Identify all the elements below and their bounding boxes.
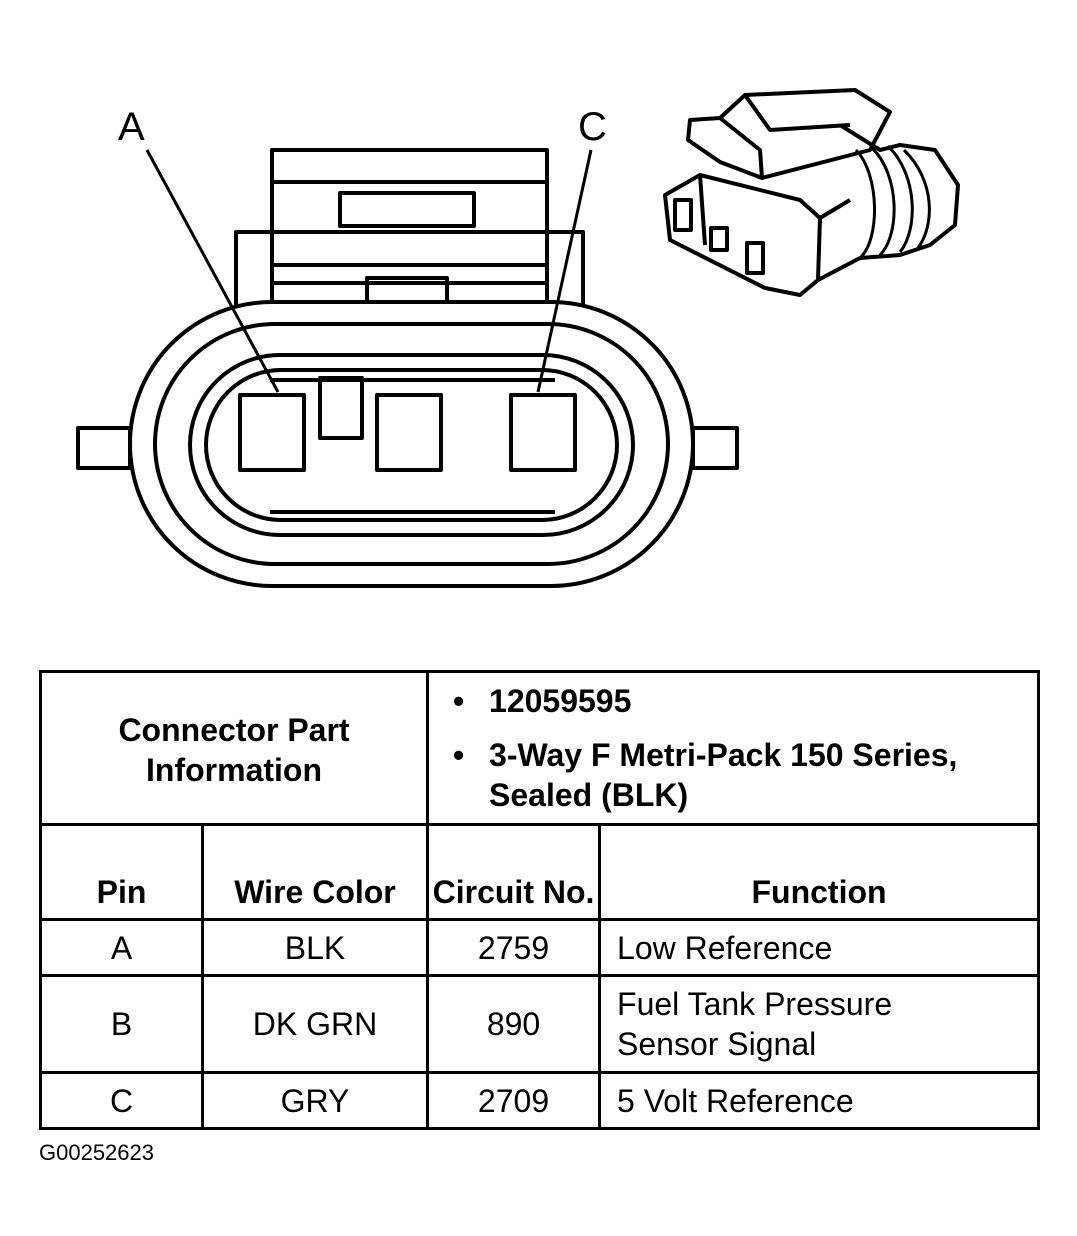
terminal-cavity-a xyxy=(238,393,306,472)
connector-pinout-table: Connector Part Information 12059595 3-Wa… xyxy=(38,670,1041,1130)
terminal-cavity-b xyxy=(375,393,443,472)
terminal-cavity-c xyxy=(509,393,577,472)
table-row: A BLK 2759 Low Reference xyxy=(39,918,1041,977)
circuit-no-cell: 2709 xyxy=(426,1071,602,1130)
function-cell: Fuel Tank Pressure Sensor Signal xyxy=(598,974,1041,1074)
connector-side-ears xyxy=(76,426,739,470)
connector-shell xyxy=(128,300,695,588)
callout-label-c: C xyxy=(578,105,607,149)
header-wire-color: Wire Color xyxy=(200,823,430,921)
header-circuit-no: Circuit No. xyxy=(426,823,602,921)
table-row: C GRY 2709 5 Volt Reference xyxy=(39,1071,1041,1130)
callout-label-a: A xyxy=(118,105,145,149)
part-description: 3-Way F Metri-Pack 150 Series, Sealed (B… xyxy=(453,735,1037,815)
connector-part-info-label: Connector Part Information xyxy=(38,670,430,826)
callout-leader-a xyxy=(145,149,280,393)
function-cell: Low Reference xyxy=(598,918,1041,977)
pin-cell: B xyxy=(39,974,204,1074)
function-cell: 5 Volt Reference xyxy=(598,1071,1041,1130)
figure-code: G00252623 xyxy=(39,1140,154,1165)
circuit-no-cell: 2759 xyxy=(426,918,602,977)
wire-color-cell: GRY xyxy=(200,1071,430,1130)
pin-cell: A xyxy=(39,918,204,977)
wire-color-cell: DK GRN xyxy=(200,974,430,1074)
connector-part-details: 12059595 3-Way F Metri-Pack 150 Series, … xyxy=(426,670,1041,826)
connector-lock-tab xyxy=(234,148,585,312)
connector-key xyxy=(318,376,364,440)
wire-color-cell: BLK xyxy=(200,918,430,977)
callout-leader-c xyxy=(536,149,593,393)
part-number: 12059595 xyxy=(453,681,1037,721)
circuit-no-cell: 890 xyxy=(426,974,602,1074)
connector-3d-view xyxy=(663,88,960,297)
header-pin: Pin xyxy=(39,823,204,921)
header-function: Function xyxy=(598,823,1041,921)
connector-diagram: A C xyxy=(76,88,960,588)
table-row: B DK GRN 890 Fuel Tank Pressure Sensor S… xyxy=(39,974,1041,1074)
pin-cell: C xyxy=(39,1071,204,1130)
